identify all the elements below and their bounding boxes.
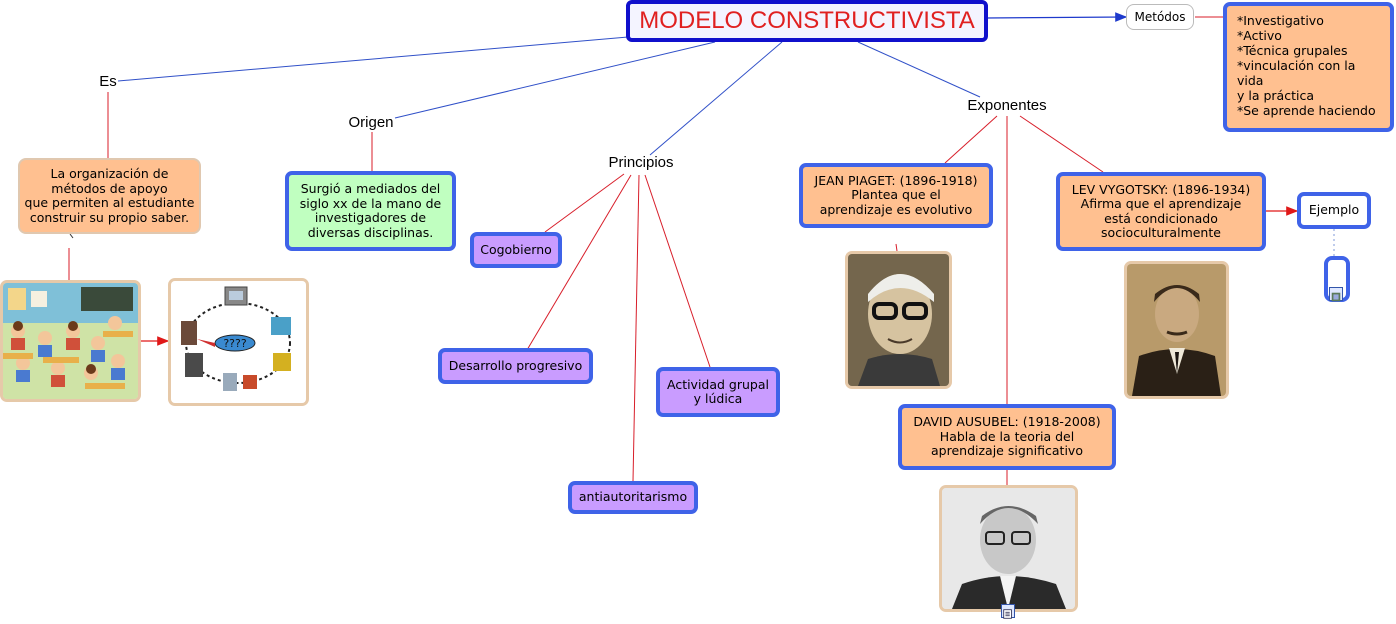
link-principios-actividad (644, 174, 711, 368)
origen-node[interactable]: Surgió a mediados del siglo xx de la man… (285, 171, 456, 251)
link-title-es (117, 36, 629, 82)
classroom-image[interactable] (0, 280, 141, 402)
link-piaget-photo (895, 243, 898, 252)
principle-actividad-grupal[interactable]: Actividad grupal y lúdica (656, 367, 780, 417)
link-title-principios (649, 41, 783, 156)
link-label-principios: Principios (608, 153, 674, 171)
vygotsky-node[interactable]: LEV VYGOTSKY: (1896-1934) Afirma que el … (1056, 172, 1266, 251)
vygotsky-photo[interactable] (1124, 261, 1229, 399)
link-exponentes-vygotsky (1019, 115, 1104, 173)
piaget-photo[interactable] (845, 251, 952, 389)
principle-antiautoritarismo[interactable]: antiautoritarismo (568, 481, 698, 514)
link-principios-antiautoritarismo (632, 174, 640, 482)
document-icon[interactable] (1001, 604, 1015, 619)
piaget-node[interactable]: JEAN PIAGET: (1896-1918) Plantea que el … (799, 163, 993, 228)
classroom-illustration (3, 283, 138, 399)
ausubel-portrait (942, 488, 1075, 609)
document-glyph (1003, 609, 1012, 619)
small-tick (69, 233, 74, 239)
map-title[interactable]: MODELO CONSTRUCTIVISTA (626, 0, 988, 42)
film-glyph (1331, 292, 1341, 302)
link-label-origen: Origen (348, 113, 394, 131)
metodos-list-node[interactable]: *Investigativo *Activo *Técnica grupales… (1223, 2, 1394, 132)
link-exponentes-piaget (944, 115, 998, 164)
vygotsky-portrait (1127, 264, 1226, 396)
video-icon[interactable] (1329, 287, 1343, 302)
piaget-portrait (848, 254, 949, 386)
learning-network-image[interactable]: ???? (168, 278, 309, 406)
link-label-exponentes: Exponentes (967, 96, 1047, 114)
metodos-node[interactable]: Metódos (1126, 4, 1194, 30)
link-principios-cogobierno (544, 173, 625, 233)
link-title-metodos (985, 12, 1128, 22)
ausubel-node[interactable]: DAVID AUSUBEL: (1918-2008) Habla de la t… (898, 404, 1116, 470)
es-definition-node[interactable]: La organización de métodos de apoyo que … (18, 158, 201, 234)
ejemplo-node[interactable]: Ejemplo (1297, 192, 1371, 229)
principle-desarrollo-progresivo[interactable]: Desarrollo progresivo (438, 348, 593, 384)
principle-cogobierno[interactable]: Cogobierno (470, 232, 562, 268)
link-title-origen (394, 41, 716, 119)
ausubel-photo[interactable] (939, 485, 1078, 612)
link-label-es: Es (99, 72, 117, 90)
svg-text:????: ???? (223, 337, 247, 350)
link-title-exponentes (857, 41, 981, 98)
link-principios-desarrollo (526, 174, 632, 351)
learning-network-illustration: ???? (171, 281, 306, 403)
